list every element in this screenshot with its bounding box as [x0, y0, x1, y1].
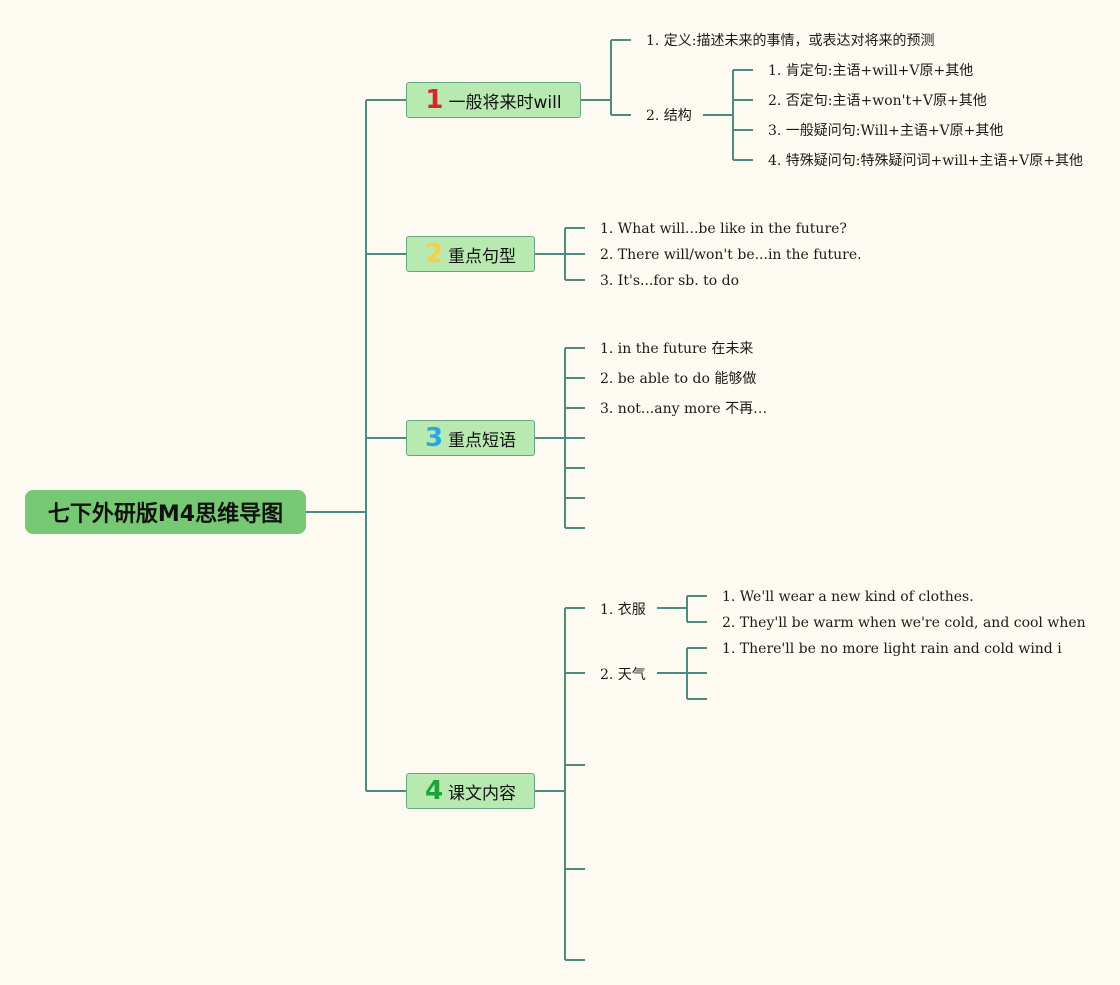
leaf-general-question[interactable]: 3. 一般疑问句:Will+主语+V原+其他	[768, 123, 1004, 139]
leaf-special-question[interactable]: 4. 特殊疑问句:特殊疑问词+will+主语+V原+其他	[768, 153, 1083, 169]
leaf-sentence-3[interactable]: 3. It's...for sb. to do	[600, 273, 740, 289]
leaf-weather-1[interactable]: 1. There'll be no more light rain and co…	[722, 641, 1062, 657]
number-one-icon: 1	[425, 85, 444, 115]
leaf-weather[interactable]: 2. 天气	[600, 667, 646, 683]
number-four-icon: 4	[424, 776, 444, 806]
number-three-icon: 3	[424, 423, 444, 453]
leaf-phrase-2[interactable]: 2. be able to do 能够做	[600, 371, 757, 387]
leaf-sentence-2[interactable]: 2. There will/won't be...in the future.	[600, 247, 862, 263]
leaf-sentence-1[interactable]: 1. What will...be like in the future?	[600, 221, 847, 237]
leaf-clothes-2[interactable]: 2. They'll be warm when we're cold, and …	[722, 615, 1086, 631]
leaf-clothes-1[interactable]: 1. We'll wear a new kind of clothes.	[722, 589, 974, 605]
leaf-clothes[interactable]: 1. 衣服	[600, 602, 646, 618]
branch-key-sentences[interactable]: 2 重点句型	[406, 236, 535, 272]
branch-label: 重点句型	[448, 246, 517, 267]
leaf-affirmative[interactable]: 1. 肯定句:主语+will+V原+其他	[768, 63, 974, 79]
leaf-phrase-1[interactable]: 1. in the future 在未来	[600, 341, 754, 357]
leaf-negative[interactable]: 2. 否定句:主语+won't+V原+其他	[768, 93, 987, 109]
root-title: 七下外研版M4思维导图	[47, 502, 284, 527]
leaf-definition[interactable]: 1. 定义:描述未来的事情，或表达对将来的预测	[646, 33, 935, 49]
branch-label: 课文内容	[448, 783, 517, 804]
branch-future-tense-will[interactable]: 1 一般将来时will	[406, 82, 581, 118]
leaf-phrase-3[interactable]: 3. not...any more 不再…	[600, 401, 768, 417]
branch-label: 一般将来时will	[448, 92, 562, 113]
root-topic[interactable]: 七下外研版M4思维导图	[25, 490, 306, 534]
leaf-structure[interactable]: 2. 结构	[646, 108, 692, 124]
branch-key-phrases[interactable]: 3 重点短语	[406, 420, 535, 456]
branch-label: 重点短语	[448, 430, 517, 451]
branch-text-content[interactable]: 4 课文内容	[406, 773, 535, 809]
number-two-icon: 2	[424, 239, 444, 269]
